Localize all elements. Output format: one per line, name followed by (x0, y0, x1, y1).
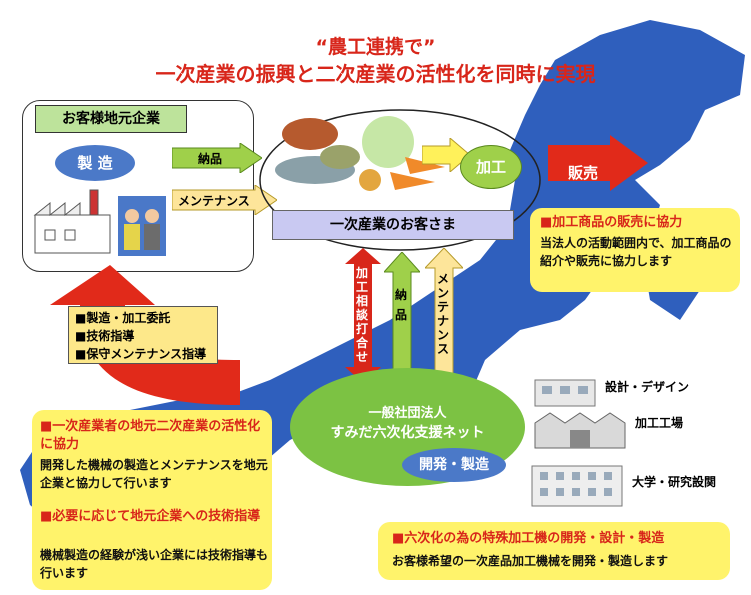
university-icon (531, 465, 623, 507)
regional-support-title1: ■一次産業者の地元二次産業の活性化に協力 (40, 419, 261, 452)
delivery-up-label: 納品 (395, 288, 408, 322)
dev-manufacture-badge: 開発・製造 (402, 448, 506, 482)
regional-support-note (32, 410, 272, 590)
machine-development-body: お客様希望の一次産品加工機械を開発・製造します (392, 554, 669, 568)
diagram-title-line1: “農工連携で” (315, 36, 436, 58)
client-box-header: お客様地元企業 (35, 105, 187, 133)
commission-list: ■製造・加工委託 ■技術指導 ■保守メンテナンス指導 (68, 306, 218, 364)
client-box-header-label: お客様地元企業 (62, 111, 160, 127)
design-office-icon (534, 379, 596, 407)
sales-arrow (548, 135, 648, 191)
workers-illustration (118, 196, 166, 256)
customer-ellipse (259, 109, 541, 251)
manufacture-badge: 製 造 (55, 145, 135, 181)
facility-plant-label: 加工工場 (635, 416, 684, 430)
org-name-line2: すみだ六次化支援ネット (330, 425, 485, 441)
regional-support-body2: 機械製造の経験が浅い企業には技術指導も行います (40, 548, 269, 580)
processing-label: 加工 (475, 158, 506, 176)
commission-item: ■技術指導 (75, 329, 135, 343)
regional-support-body1: 開発した機械の製造とメンテナンスを地元企業と協力して行います (40, 458, 268, 490)
maintenance-arrow (172, 185, 277, 215)
commission-item: ■保守メンテナンス指導 (75, 347, 207, 361)
factory-icon (33, 189, 111, 254)
sales-note-title: ■加工商品の販売に協力 (540, 215, 683, 230)
sales-note (530, 208, 740, 292)
sales-note-body: 当法人の活動範囲内で、加工商品の紹介や販売に協力します (540, 236, 732, 268)
delivery-arrow (172, 143, 262, 173)
machine-development-note (378, 522, 730, 580)
sales-label: 販売 (568, 164, 599, 182)
facility-university-label: 大学・研究設関 (632, 475, 717, 489)
return-curved-arrow (50, 265, 240, 405)
consult-double-arrow (345, 248, 381, 383)
primary-industry-customer-bar: 一次産業のお客さま (272, 210, 514, 240)
delivery-label: 納品 (198, 152, 223, 166)
maintenance-up-arrow (425, 248, 463, 383)
diagram-title-line2: 一次産業の振興と二次産業の活性化を同時に実現 (155, 62, 596, 86)
dev-manufacture-label: 開発・製造 (419, 457, 489, 473)
customer-bar-label: 一次産業のお客さま (330, 217, 456, 233)
org-name-line1: 一般社団法人 (368, 406, 447, 421)
consult-label: 加工相談打合せ (356, 266, 369, 364)
delivery-up-arrow (384, 252, 420, 382)
manufacture-label: 製 造 (77, 154, 113, 172)
regional-support-title2: ■必要に応じて地元企業への技術指導 (40, 509, 261, 524)
maintenance-label: メンテナンス (178, 194, 250, 208)
processing-circle: 加工 (460, 145, 522, 189)
maintenance-up-label: メンテナンス (437, 272, 450, 356)
commission-item: ■製造・加工委託 (75, 311, 171, 325)
machine-development-title: ■六次化の為の特殊加工機の開発・設計・製造 (392, 531, 665, 546)
facility-design-label: 設計・デザイン (605, 380, 690, 394)
produce-illustration (275, 116, 445, 191)
processing-plant-icon (534, 412, 626, 449)
